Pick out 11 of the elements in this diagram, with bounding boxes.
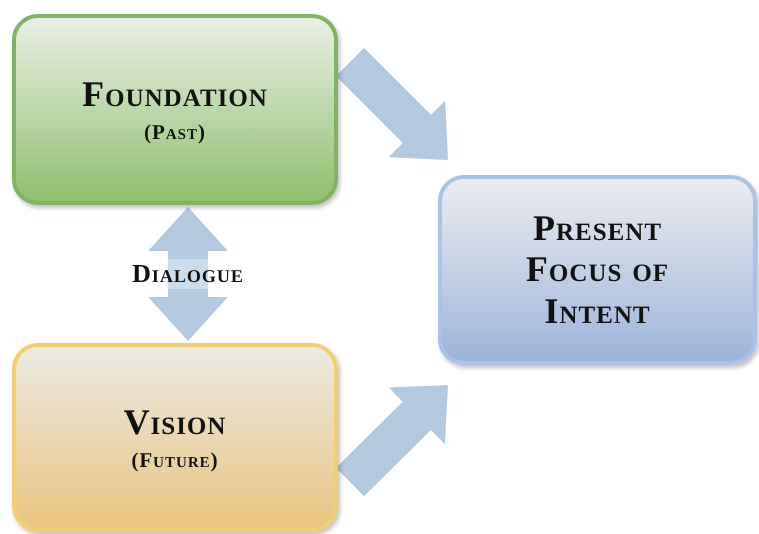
- arrow: [336, 385, 448, 496]
- arrow: [148, 207, 228, 341]
- arrow: [336, 48, 448, 160]
- title-text: Present Focus of Intent: [524, 208, 670, 332]
- subtitle: (Past): [144, 120, 206, 145]
- title-text: Vision: [124, 402, 226, 444]
- subtitle: (Future): [131, 448, 219, 473]
- rounded-box: [12, 14, 338, 205]
- rounded-box: [438, 175, 757, 365]
- title-text: Foundation: [82, 74, 268, 116]
- rounded-box: [12, 343, 338, 532]
